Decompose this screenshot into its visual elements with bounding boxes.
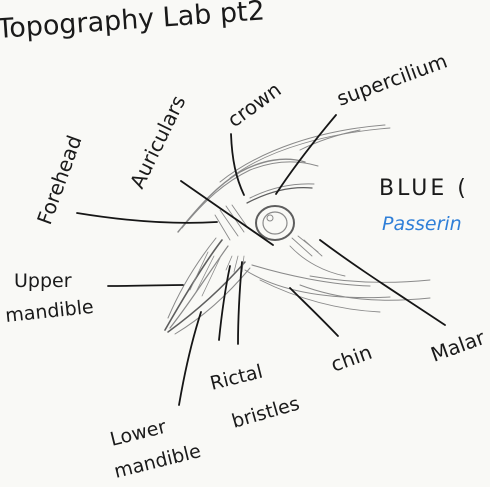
label-crown: crown bbox=[223, 77, 286, 132]
lower-mandible-sketch bbox=[168, 262, 245, 332]
leader-rictal-2 bbox=[219, 266, 230, 340]
label-rictal-1: Rictal bbox=[208, 361, 265, 395]
label-supercilium: supercilium bbox=[334, 49, 451, 111]
leader-lines bbox=[77, 115, 445, 405]
eye-ring bbox=[256, 206, 294, 240]
leader-lower-mandible bbox=[179, 312, 201, 405]
leader-supercilium bbox=[276, 115, 336, 194]
label-malar: Malar bbox=[428, 325, 489, 367]
label-upper-mandible-2: mandible bbox=[4, 296, 94, 327]
label-auriculars: Auriculars bbox=[125, 92, 191, 193]
leader-crown bbox=[231, 134, 244, 195]
leader-forehead bbox=[77, 213, 217, 223]
leader-chin bbox=[290, 288, 338, 336]
label-rictal-2: bristles bbox=[229, 393, 302, 433]
label-upper-mandible-1: Upper bbox=[14, 270, 72, 292]
leader-rictal-1 bbox=[238, 262, 242, 344]
page-title: Topography Lab pt2 bbox=[0, 0, 266, 45]
label-lower-mandible-1: Lower bbox=[108, 416, 169, 451]
eye bbox=[263, 212, 287, 234]
species-name: BLUE ( bbox=[379, 176, 469, 201]
leader-upper-mandible bbox=[108, 285, 183, 286]
species-group: Passerin bbox=[382, 213, 462, 235]
label-chin: chin bbox=[328, 340, 376, 377]
